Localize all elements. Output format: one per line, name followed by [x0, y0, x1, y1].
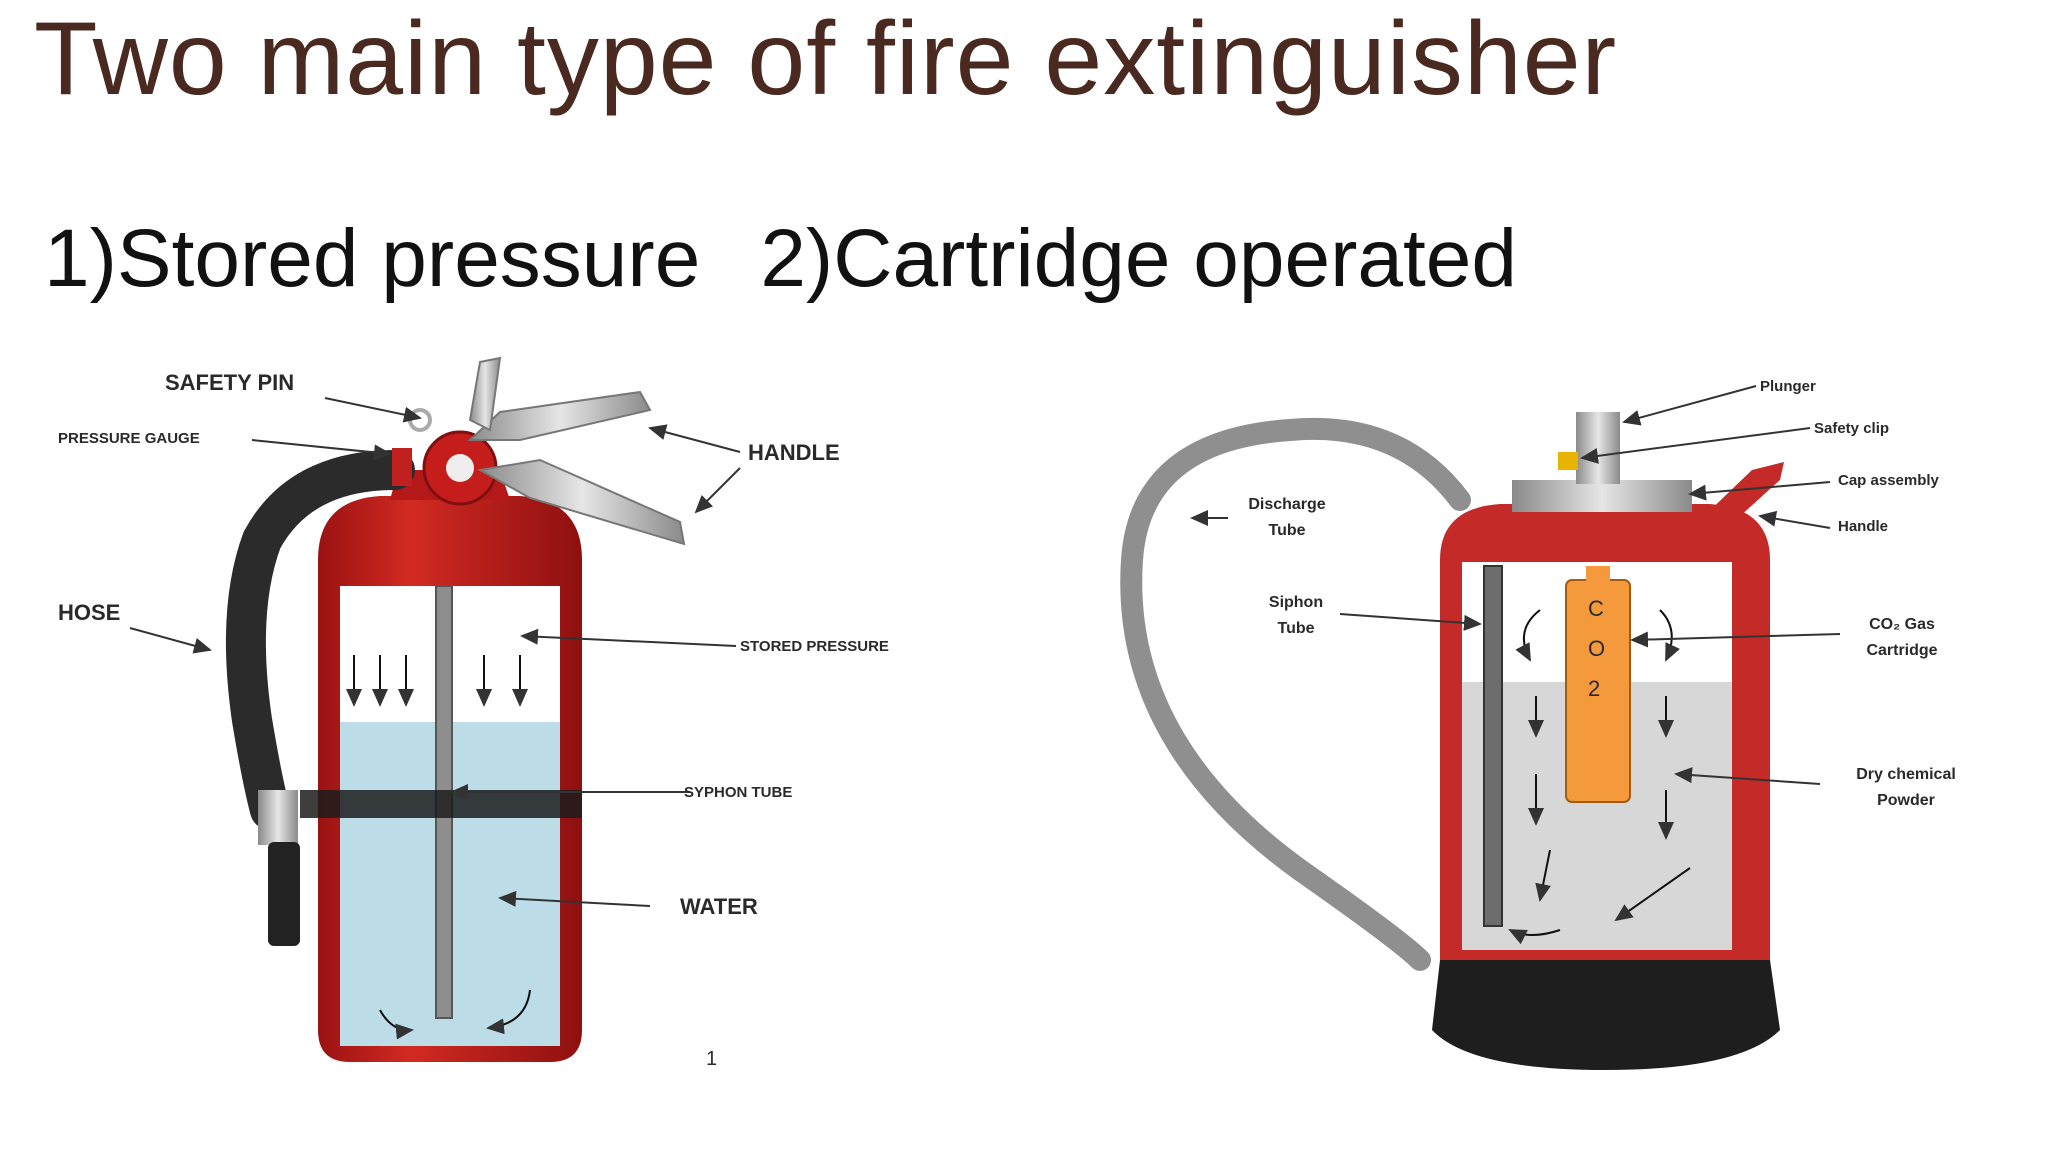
- label-co2-cartridge: CO₂ Gas Cartridge: [1842, 612, 1962, 664]
- label-co2-cartridge-line1: CO₂ Gas: [1869, 616, 1935, 633]
- label-cap-assembly: Cap assembly: [1838, 472, 1939, 489]
- label-discharge-tube-line2: Tube: [1268, 522, 1306, 539]
- label-co2-cartridge-line2: Cartridge: [1866, 642, 1938, 659]
- cap-assembly: [1512, 480, 1692, 512]
- label-discharge-tube-line1: Discharge: [1248, 496, 1326, 513]
- lower-handle: [477, 458, 686, 546]
- right-handle: [1700, 462, 1784, 536]
- subtitle-cartridge-operated: 2)Cartridge operated: [760, 213, 1517, 304]
- label-dry-powder-line1: Dry chemical: [1856, 766, 1956, 783]
- safety-clip: [1558, 452, 1578, 470]
- discharge-tube: [1120, 417, 1471, 971]
- label-dry-powder-line2: Powder: [1877, 792, 1935, 809]
- label-plunger: Plunger: [1760, 378, 1816, 395]
- label-syphon-tube: SYPHON TUBE: [684, 784, 793, 801]
- label-water: WATER: [680, 894, 758, 919]
- label-dry-powder: Dry chemical Powder: [1836, 762, 1976, 814]
- right-siphon-tube: [1483, 565, 1503, 927]
- hose-nozzle: [258, 790, 298, 845]
- label-siphon-tube-line1: Siphon: [1268, 594, 1324, 611]
- label-safety-clip: Safety clip: [1814, 420, 1890, 437]
- left-hose: [225, 450, 415, 830]
- label-hose: HOSE: [58, 600, 121, 625]
- cartridge-letter-o: O: [1588, 636, 1606, 661]
- label-siphon-tube-line2: Tube: [1277, 620, 1315, 637]
- slide-title: Two main type of fire extinguisher: [34, 1, 1618, 117]
- label-safety-pin: SAFETY PIN: [165, 370, 295, 395]
- cartridge-letter-c: C: [1588, 596, 1604, 621]
- pressure-gauge: [392, 448, 412, 486]
- label-siphon-tube: Siphon Tube: [1246, 590, 1346, 642]
- label-handle-right: Handle: [1838, 518, 1889, 535]
- plunger: [1576, 412, 1620, 484]
- label-handle-left: HANDLE: [748, 440, 840, 465]
- page-number: 1: [706, 1048, 718, 1070]
- subtitle-stored-pressure: 1)Stored pressure: [44, 213, 701, 304]
- label-stored-pressure: STORED PRESSURE: [740, 638, 889, 655]
- label-discharge-tube: Discharge Tube: [1232, 492, 1342, 544]
- right-base: [1432, 960, 1780, 1070]
- cartridge-letter-2: 2: [1588, 676, 1601, 701]
- pressure-arrows: [346, 655, 528, 707]
- label-pressure-gauge: PRESSURE GAUGE: [58, 430, 200, 447]
- slide-subtitle: 1)Stored pressure 2)Cartridge operated: [44, 212, 1517, 306]
- upper-handle: [467, 390, 652, 441]
